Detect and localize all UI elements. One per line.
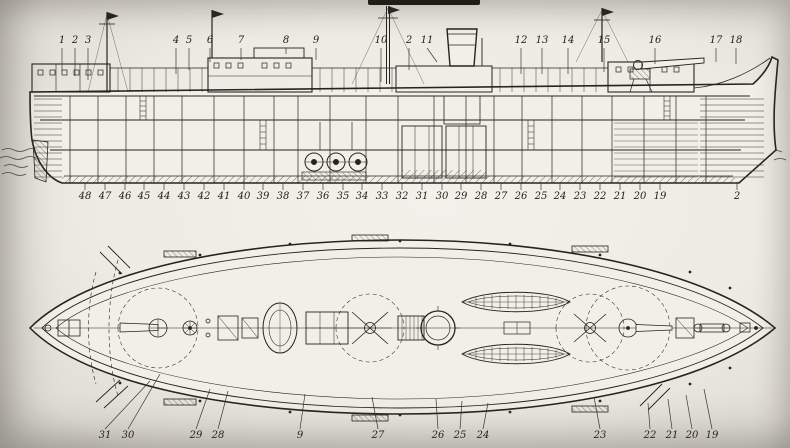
longitudinal-section-drawing — [0, 6, 787, 184]
callout-number: 40 — [237, 191, 251, 202]
callout-number: 23 — [573, 191, 587, 202]
callout-number: 22 — [643, 430, 657, 441]
ladders — [139, 96, 671, 150]
callout-number: 22 — [593, 191, 607, 202]
callout-number: 1 — [58, 35, 66, 46]
capstan — [182, 318, 211, 338]
scan-artifact — [368, 0, 480, 5]
callout-number: 8 — [282, 35, 290, 46]
boiler-skylight — [305, 311, 349, 345]
callout-number: 14 — [561, 35, 575, 46]
rigging-lines — [87, 7, 629, 93]
callout-number: 29 — [189, 430, 203, 441]
bow-gun-side — [629, 57, 705, 93]
callout-number: 25 — [534, 191, 548, 202]
callout-number: 19 — [653, 191, 667, 202]
callout-number: 31 — [98, 430, 112, 441]
callout-number: 26 — [514, 191, 528, 202]
callout-number: 33 — [375, 191, 389, 202]
funnel-plan — [416, 306, 460, 350]
callout-number: 6 — [206, 35, 214, 46]
deck-plan-drawing — [28, 234, 777, 422]
callout-number: 28 — [211, 430, 225, 441]
callout-number: 9 — [312, 35, 320, 46]
callout-number: 21 — [665, 430, 679, 441]
callout-number: 10 — [374, 35, 388, 46]
callout-number: 21 — [613, 191, 627, 202]
hull-section — [29, 55, 779, 184]
callout-number: 32 — [395, 191, 409, 202]
callout-number: 2 — [71, 35, 79, 46]
callout-number: 47 — [98, 191, 112, 202]
callout-number: 29 — [454, 191, 468, 202]
engine-machinery — [301, 122, 368, 181]
callout-number: 2 — [405, 35, 413, 46]
bow-fittings — [675, 317, 758, 339]
callout-number: 46 — [118, 191, 132, 202]
callout-number: 24 — [553, 191, 567, 202]
callout-number: 38 — [276, 191, 290, 202]
callout-number: 7 — [237, 35, 245, 46]
callout-number: 15 — [597, 35, 611, 46]
deck-rails — [110, 67, 608, 92]
callout-number: 25 — [453, 430, 467, 441]
callout-number: 45 — [137, 191, 151, 202]
callout-number: 13 — [535, 35, 549, 46]
callout-number: 44 — [157, 191, 171, 202]
callout-number: 30 — [121, 430, 135, 441]
callout-number: 19 — [705, 430, 719, 441]
foremast-station — [555, 245, 625, 413]
callout-number: 5 — [185, 35, 193, 46]
callout-number: 2 — [733, 191, 741, 202]
ships-boats — [461, 291, 571, 365]
stern-dashed-curves — [88, 259, 119, 397]
bow-pivot-gun — [585, 285, 673, 371]
hull-plan-outline — [28, 239, 777, 415]
companionway — [397, 315, 425, 341]
callout-number: 17 — [709, 35, 723, 46]
callout-number: 24 — [476, 430, 490, 441]
callout-number: 12 — [514, 35, 528, 46]
stern-fittings — [44, 319, 81, 337]
mainmast-station — [335, 234, 405, 422]
callout-number: 36 — [316, 191, 330, 202]
callout-number: 28 — [474, 191, 488, 202]
callout-number: 41 — [217, 191, 231, 202]
callout-number: 42 — [197, 191, 211, 202]
callout-number: 16 — [648, 35, 662, 46]
callout-number: 20 — [633, 191, 647, 202]
masts — [87, 6, 629, 93]
callout-number: 34 — [355, 191, 369, 202]
boat-davits — [95, 245, 671, 411]
callout-number: 9 — [296, 430, 304, 441]
callout-number: 31 — [415, 191, 429, 202]
callout-number: 43 — [177, 191, 191, 202]
callout-number: 11 — [420, 35, 434, 46]
callout-number: 35 — [336, 191, 350, 202]
boilers — [401, 125, 487, 179]
callout-number: 3 — [84, 35, 92, 46]
aft-pivot-gun — [117, 287, 199, 369]
callout-number: 18 — [729, 35, 743, 46]
callout-number: 27 — [371, 430, 385, 441]
callout-number: 23 — [593, 430, 607, 441]
funnel — [395, 28, 493, 125]
callout-number: 48 — [78, 191, 92, 202]
rudder — [32, 139, 49, 183]
engine-skylight-oval — [262, 302, 298, 354]
callout-number: 20 — [685, 430, 699, 441]
aft-hatches — [217, 315, 259, 341]
callout-number: 27 — [494, 191, 508, 202]
aft-deckhouse — [31, 63, 111, 93]
callout-number: 26 — [431, 430, 445, 441]
callout-number: 4 — [172, 35, 180, 46]
callout-number: 39 — [256, 191, 270, 202]
callout-number: 30 — [435, 191, 449, 202]
bridge-deckhouse — [207, 47, 313, 93]
callout-number: 37 — [296, 191, 310, 202]
